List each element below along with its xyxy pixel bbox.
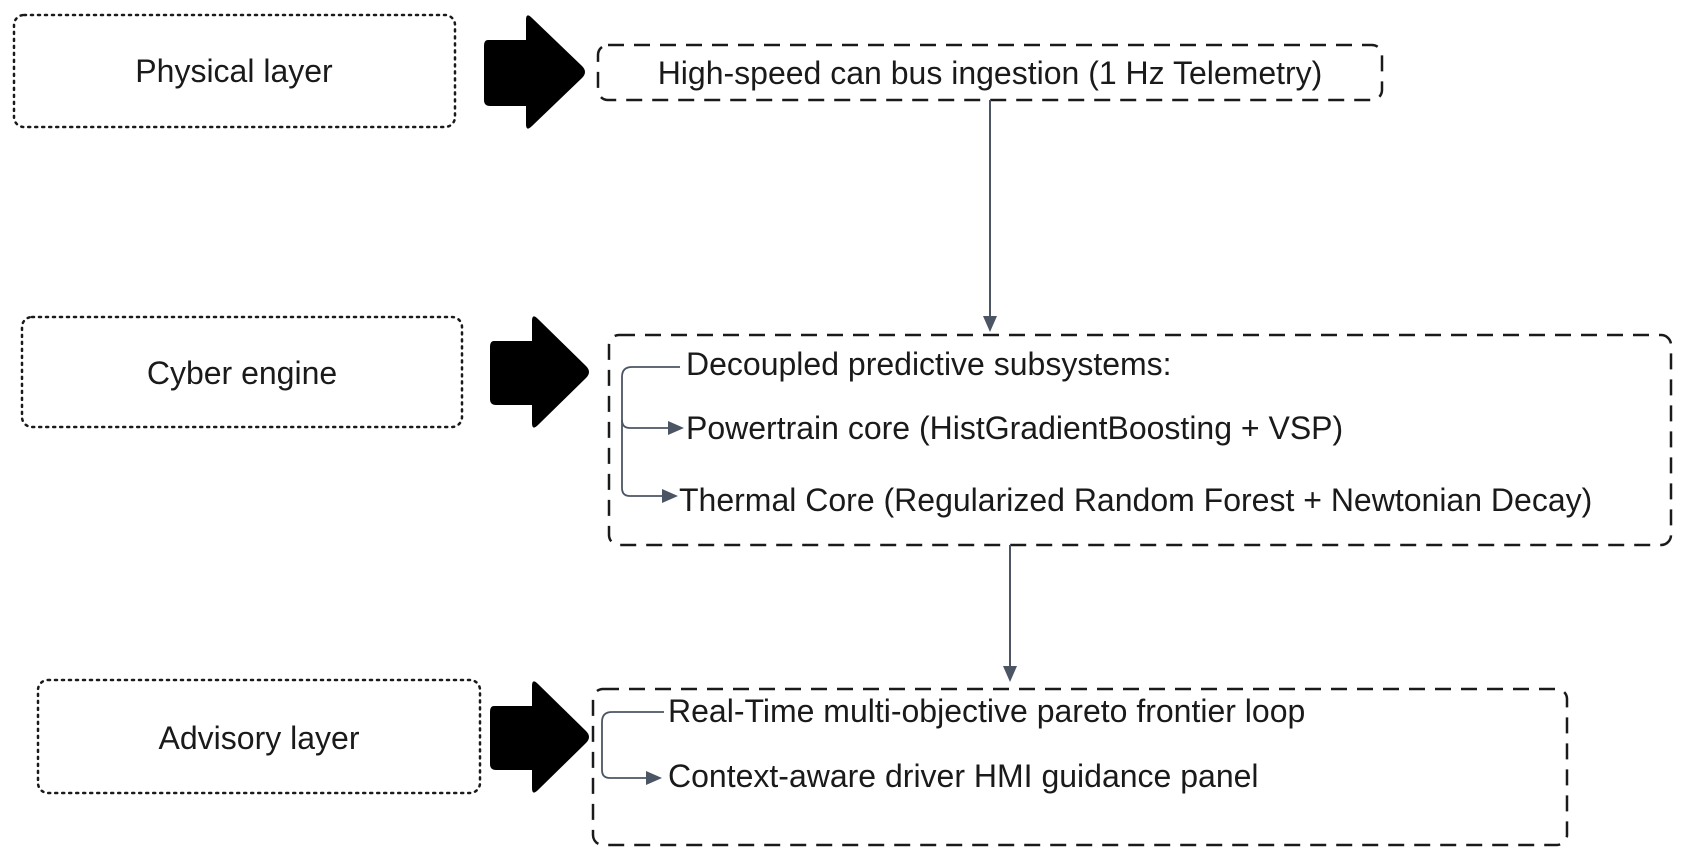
- physical-layer-big-arrow-icon: [484, 15, 585, 129]
- advisory-layer-label-box: Advisory layer: [36, 678, 482, 795]
- physical-layer-row: Physical layer High-speed can bus ingest…: [12, 13, 1384, 129]
- advisory-layer-branch-connector: [601, 711, 664, 785]
- advisory-layer-label: Advisory layer: [159, 720, 360, 756]
- physical-layer-label-box: Physical layer: [12, 13, 457, 129]
- physical-layer-content-line: High-speed can bus ingestion (1 Hz Telem…: [658, 55, 1323, 91]
- physical-layer-label: Physical layer: [135, 53, 333, 89]
- cyber-engine-label-box: Cyber engine: [20, 315, 464, 429]
- physical-layer-content-box: High-speed can bus ingestion (1 Hz Telem…: [596, 43, 1384, 102]
- cyber-engine-row: Cyber engine Decoupled predictive subsys…: [20, 315, 1673, 547]
- advisory-layer-row: Advisory layer Real-Time multi-objective…: [36, 678, 1569, 847]
- cyber-engine-branch-connector-2: [621, 419, 684, 435]
- advisory-layer-hmi-line: Context-aware driver HMI guidance panel: [668, 758, 1259, 794]
- advisory-layer-content-box: Real-Time multi-objective pareto frontie…: [591, 687, 1569, 847]
- cyber-engine-heading-line: Decoupled predictive subsystems:: [686, 346, 1172, 382]
- cyber-engine-label: Cyber engine: [147, 355, 337, 391]
- cyber-engine-content-box: Decoupled predictive subsystems: Powertr…: [607, 333, 1673, 547]
- cyber-engine-powertrain-line: Powertrain core (HistGradientBoosting + …: [686, 410, 1343, 446]
- cyber-engine-thermal-line: Thermal Core (Regularized Random Forest …: [679, 482, 1592, 518]
- advisory-layer-pareto-line: Real-Time multi-objective pareto frontie…: [668, 693, 1305, 729]
- advisory-layer-big-arrow-icon: [490, 681, 589, 793]
- cyber-engine-branch-connector: [621, 366, 680, 503]
- cyber-engine-big-arrow-icon: [490, 316, 589, 428]
